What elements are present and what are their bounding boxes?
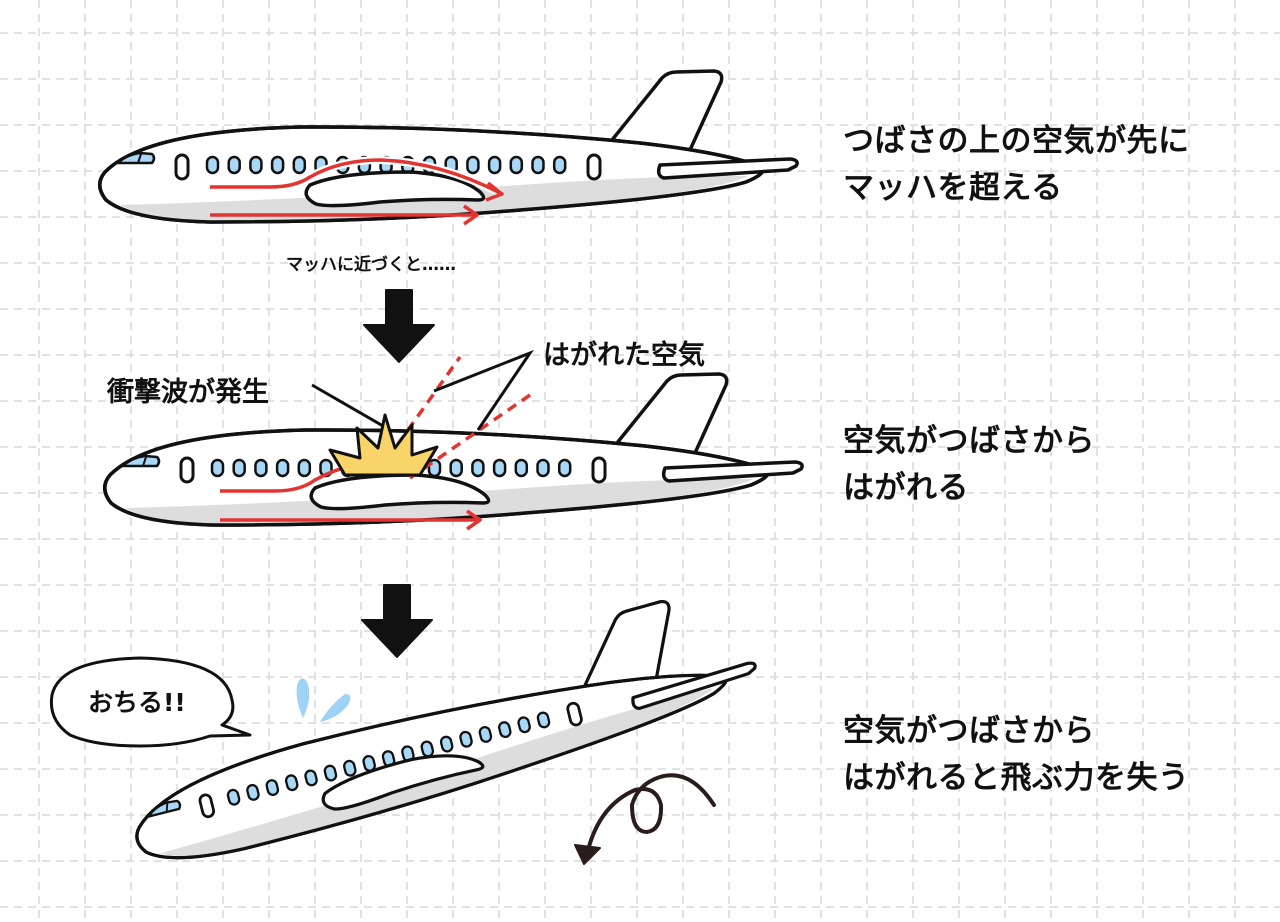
spiral-fall-arrow-icon — [574, 773, 716, 865]
window-icon — [471, 458, 485, 478]
speech-bubble-text: おちる!! — [88, 688, 186, 717]
airplane-step-1 — [97, 69, 799, 226]
window-icon — [284, 774, 299, 792]
down-arrow-icon — [361, 584, 433, 658]
window-icon — [557, 458, 572, 478]
window-icon — [304, 769, 318, 787]
transition-label: マッハに近づくと…… — [286, 255, 456, 275]
window-icon — [536, 458, 550, 478]
window-icon — [487, 155, 502, 175]
window-icon — [249, 155, 263, 175]
windows-row — [226, 711, 551, 806]
window-icon — [492, 458, 507, 478]
window-icon — [323, 764, 338, 782]
shockwave-leader — [311, 383, 391, 432]
window-icon — [552, 155, 567, 175]
window-icon — [498, 721, 512, 739]
speech-bubble — [49, 656, 252, 748]
window-icon — [439, 735, 454, 753]
window-icon — [536, 711, 551, 729]
window-icon — [292, 155, 307, 175]
window-icon — [226, 788, 241, 806]
window-icon — [297, 458, 312, 478]
caption-line: はがれると飛ぶ力を失う — [843, 760, 1190, 796]
window-icon — [343, 759, 357, 777]
sweat-drops-icon — [296, 678, 351, 722]
window-icon — [210, 458, 225, 478]
shockwave-label: 衝撃波が発生 — [107, 377, 269, 408]
separated-air-label: はがれた空気 — [543, 340, 705, 371]
window-icon — [459, 730, 473, 748]
window-icon — [509, 155, 524, 175]
window-icon — [517, 716, 531, 734]
window-icon — [265, 779, 280, 797]
window-icon — [514, 458, 529, 478]
window-icon — [254, 458, 268, 478]
window-icon — [227, 155, 241, 175]
separated-air-leader — [433, 349, 534, 431]
window-icon — [531, 155, 545, 175]
caption-line: マッハを超える — [843, 170, 1063, 206]
window-icon — [232, 458, 246, 478]
step-2-caption: 空気がつばさから はがれる — [843, 418, 1095, 512]
caption-line: 空気がつばさから — [843, 713, 1095, 749]
window-icon — [275, 458, 290, 478]
shockwave-burst-icon — [328, 413, 439, 477]
caption-line: つばさの上の空気が先に — [843, 123, 1190, 159]
window-icon — [270, 155, 285, 175]
window-icon — [449, 458, 463, 478]
window-icon — [466, 155, 480, 175]
step-1-caption: つばさの上の空気が先に マッハを超える — [843, 118, 1190, 212]
step-3-caption: 空気がつばさから はがれると飛ぶ力を失う — [843, 708, 1190, 802]
down-arrow-icon — [363, 289, 435, 363]
caption-line: 空気がつばさから — [843, 423, 1095, 459]
caption-line: はがれる — [843, 470, 969, 506]
window-icon — [205, 155, 220, 175]
window-icon — [246, 783, 260, 801]
airplane-step-3 — [110, 581, 770, 875]
window-icon — [478, 726, 493, 743]
